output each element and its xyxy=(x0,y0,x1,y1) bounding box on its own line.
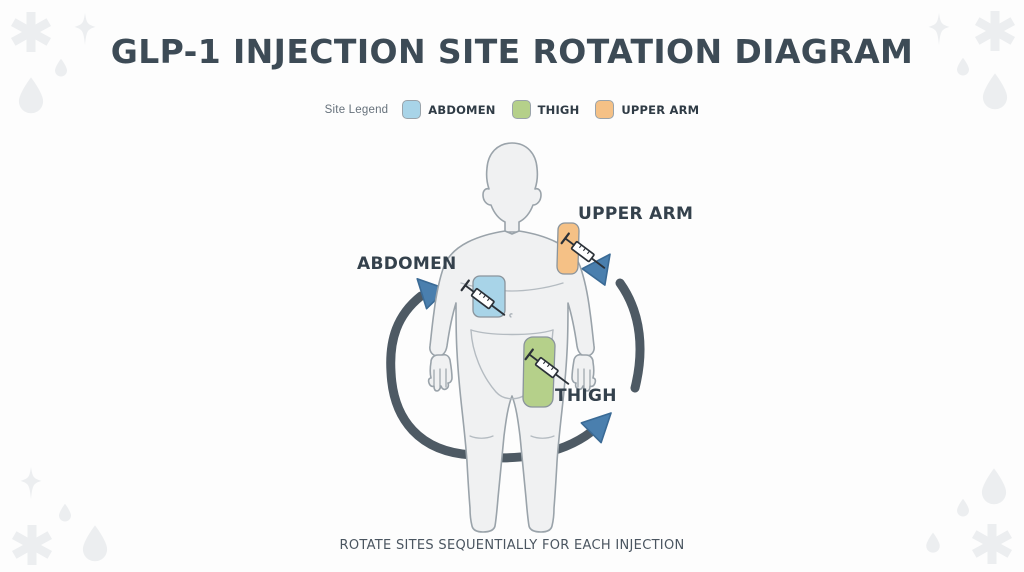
site-legend: Site Legend ABDOMEN THIGH UPPER ARM xyxy=(0,100,1024,119)
rotation-arrowhead-thigh xyxy=(580,412,612,444)
site-label-upper-arm: UPPER ARM xyxy=(578,204,694,224)
figure-navel xyxy=(509,313,513,318)
figure-detail-lines xyxy=(460,282,564,439)
rotation-arrowhead-upper-arm xyxy=(581,253,611,286)
decoration-droplet-small-bottom-left xyxy=(59,503,71,522)
rotation-arrowhead-abdomen xyxy=(416,277,448,310)
figure-knee-left xyxy=(469,435,494,439)
figure-hand-left xyxy=(427,353,453,392)
legend-swatch-thigh xyxy=(511,100,531,119)
legend-label-abdomen: ABDOMEN xyxy=(428,102,496,117)
decoration-droplet-large-bottom-right xyxy=(981,468,1007,505)
human-figure xyxy=(427,142,597,533)
decoration-sparkle-bottom-left xyxy=(20,466,42,500)
rotation-arc-bottom xyxy=(467,427,596,463)
decoration-droplet-small-bottom-right xyxy=(957,498,969,517)
legend-item-abdomen[interactable]: ABDOMEN xyxy=(402,100,495,119)
site-label-thigh: THIGH xyxy=(555,386,617,406)
syringe-icon-abdomen xyxy=(460,279,510,321)
figure-chest-line xyxy=(460,282,564,292)
rotation-arrow-group xyxy=(386,253,645,463)
rotation-arc-left xyxy=(386,291,477,460)
figure-body xyxy=(429,230,595,533)
figure-head xyxy=(482,142,542,233)
syringe-icon-upper-arm xyxy=(560,232,610,274)
figure-knee-right xyxy=(530,435,555,439)
figure-hand-left-fingers xyxy=(433,368,447,390)
legend-label-thigh: THIGH xyxy=(537,102,580,117)
injection-patch-abdomen[interactable] xyxy=(472,275,506,318)
legend-swatch-abdomen xyxy=(402,100,422,119)
injection-patch-thigh[interactable] xyxy=(522,336,556,408)
legend-swatch-upper-arm xyxy=(595,100,615,119)
syringe-icons xyxy=(460,232,610,390)
injection-patch-upper-arm[interactable] xyxy=(556,222,580,275)
rotation-arc-right xyxy=(615,278,645,393)
figure-briefs xyxy=(470,329,554,400)
figure-brief-waist xyxy=(470,329,554,336)
syringe-icon-thigh xyxy=(524,348,574,390)
site-label-abdomen: ABDOMEN xyxy=(357,254,457,274)
page-title: GLP-1 INJECTION SITE ROTATION DIAGRAM xyxy=(110,32,914,71)
legend-label-upper-arm: UPPER ARM xyxy=(621,102,700,117)
injection-site-patches xyxy=(472,222,580,408)
legend-item-thigh[interactable]: THIGH xyxy=(511,100,580,119)
legend-title: Site Legend xyxy=(324,103,389,116)
legend-item-upper-arm[interactable]: UPPER ARM xyxy=(595,100,699,119)
footer-caption: ROTATE SITES SEQUENTIALLY FOR EACH INJEC… xyxy=(339,538,685,553)
